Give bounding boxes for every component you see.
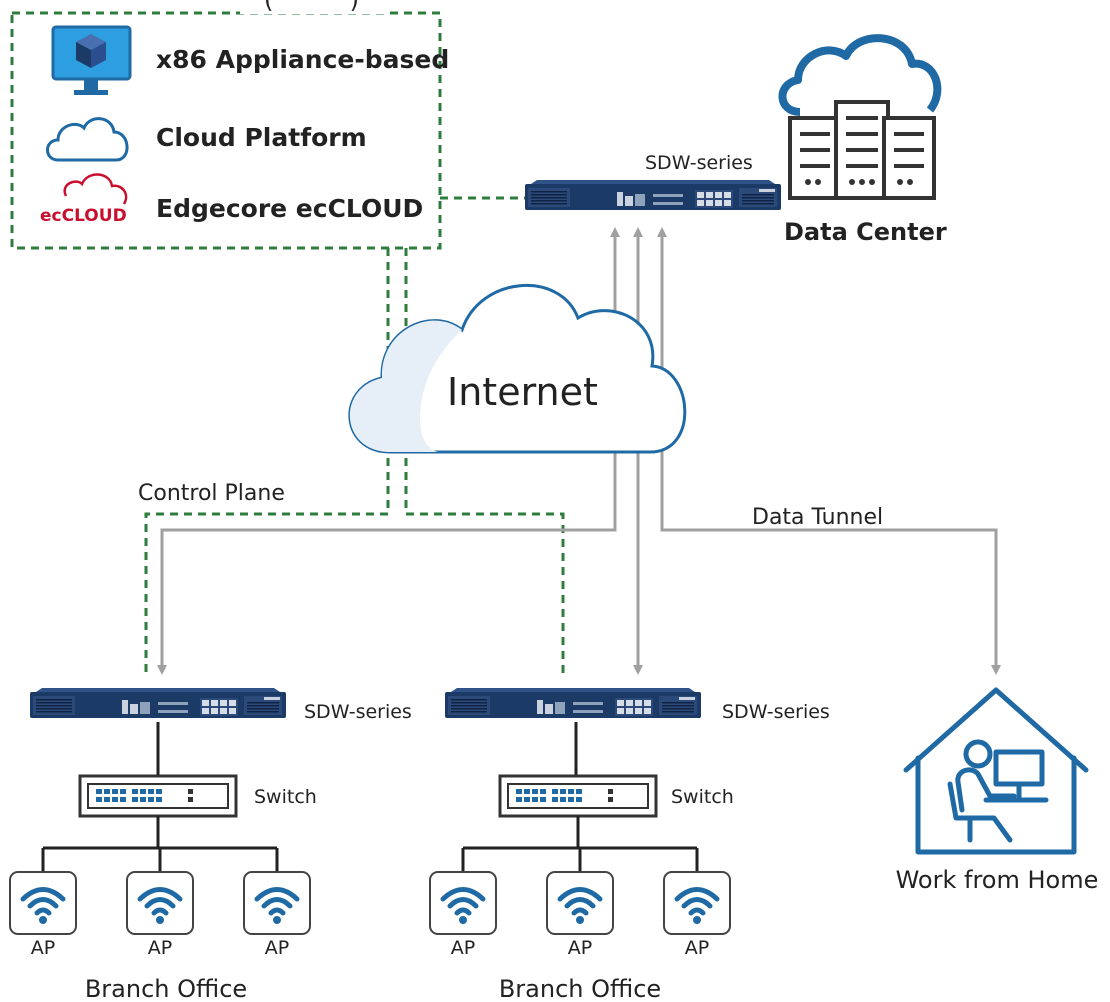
ap-label: AP [685, 937, 709, 959]
svg-text:ecCLOUD: ecCLOUD [40, 206, 127, 226]
option-label: x86 Appliance-based [156, 45, 449, 74]
ap-label: AP [451, 937, 475, 959]
data-center-device-label: SDW-series [645, 152, 753, 174]
switch-label: Switch [671, 786, 734, 808]
switch-label: Switch [254, 786, 317, 808]
ap-1 [10, 872, 76, 934]
ap-3 [664, 872, 730, 934]
sdw-device [445, 688, 701, 718]
eccloud-logo: ecCLOUD [40, 173, 128, 226]
data-tunnel-label: Data Tunnel [752, 505, 883, 530]
branch-office-2: SDW-series Switch AP AP AP Branch Office [430, 688, 830, 1002]
ap-1 [430, 872, 496, 934]
option-x86-appliance: x86 Appliance-based [51, 25, 449, 95]
ap-label: AP [568, 937, 592, 959]
home-worker-icon [903, 687, 1089, 855]
cloud-icon [348, 284, 687, 454]
switch [498, 774, 658, 818]
option-cloud-platform: Cloud Platform [46, 117, 367, 162]
option-label: Edgecore ecCLOUD [156, 194, 423, 223]
device-label: SDW-series [722, 701, 830, 723]
branch-office-label: Branch Office [499, 975, 661, 1002]
branch-office-label: Branch Office [85, 975, 247, 1002]
tunnel-work-from-home [657, 227, 1001, 675]
sdw-device [30, 688, 286, 718]
internet-label: Internet [447, 370, 598, 414]
data-center-label: Data Center [784, 218, 947, 246]
work-from-home-label: Work from Home [896, 866, 1099, 894]
options-panel-title-fragment: ( ) [264, 0, 359, 14]
cloud-outline-icon [46, 117, 129, 162]
cloud-server-icon [778, 34, 942, 200]
option-label: Cloud Platform [156, 123, 367, 152]
control-link-branch-1 [144, 248, 390, 678]
switch [78, 774, 238, 818]
ap-3 [244, 872, 310, 934]
branch-office-1: SDW-series Switch AP AP AP Branch Office [10, 688, 412, 1002]
monitor-cube-icon [51, 25, 132, 95]
ap-2 [547, 872, 613, 934]
ap-label: AP [265, 937, 289, 959]
ap-2 [127, 872, 193, 934]
ap-label: AP [31, 937, 55, 959]
data-center-device [525, 180, 781, 210]
control-plane-label: Control Plane [138, 481, 285, 506]
option-edgecore-eccloud: ecCLOUD Edgecore ecCLOUD [40, 173, 423, 226]
device-label: SDW-series [304, 701, 412, 723]
ap-label: AP [148, 937, 172, 959]
